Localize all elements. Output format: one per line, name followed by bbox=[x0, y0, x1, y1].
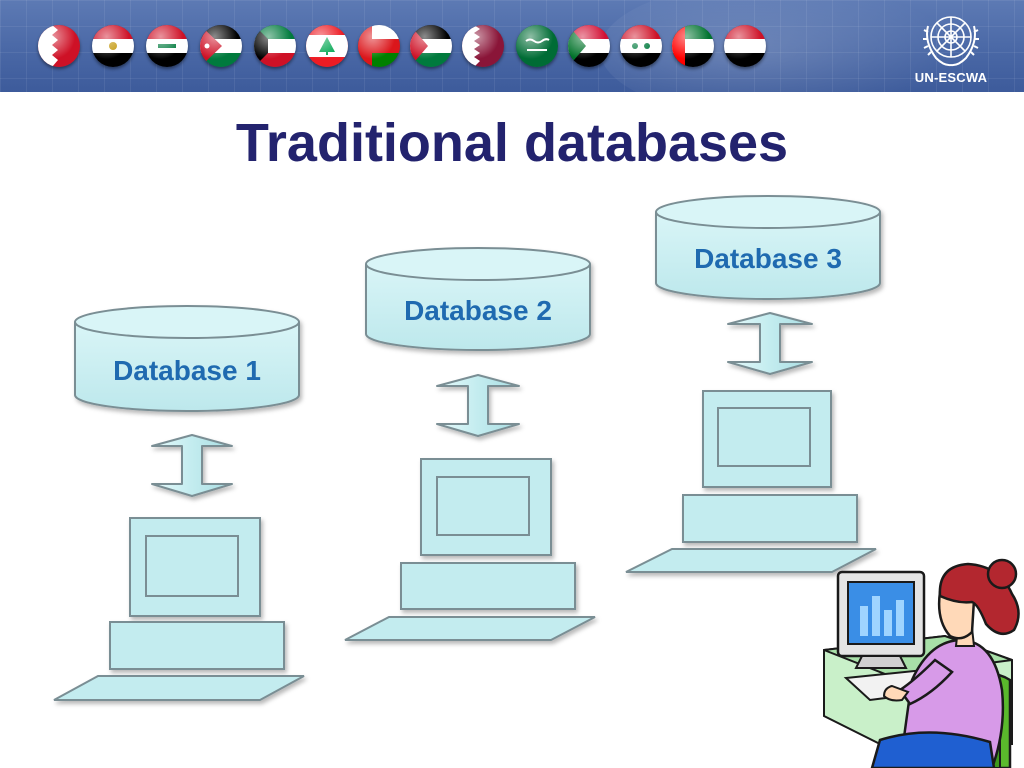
flag-sudan-icon bbox=[568, 25, 610, 67]
flag-uae-icon bbox=[672, 25, 714, 67]
database-1-label: Database 1 bbox=[113, 355, 261, 386]
un-emblem-icon bbox=[923, 16, 979, 67]
flag-syria-icon bbox=[620, 25, 662, 67]
computer-2 bbox=[344, 458, 596, 641]
database-2-arrow-icon bbox=[436, 374, 520, 437]
database-1-cylinder bbox=[74, 305, 300, 412]
flag-palestine-icon bbox=[410, 25, 452, 67]
header-banner: UN-ESCWA bbox=[0, 0, 1024, 92]
flag-saudi-arabia-icon bbox=[516, 25, 558, 67]
computer-1 bbox=[53, 517, 305, 701]
flag-oman-icon bbox=[358, 25, 400, 67]
flag-kuwait-icon bbox=[254, 25, 296, 67]
org-label: UN-ESCWA bbox=[914, 70, 988, 85]
flag-qatar-icon bbox=[462, 25, 504, 67]
database-2-label: Database 2 bbox=[404, 295, 552, 326]
database-3-arrow-icon bbox=[727, 312, 813, 375]
database-1-arrow-icon bbox=[151, 434, 233, 497]
slide-title: Traditional databases bbox=[235, 113, 789, 173]
database-3-cylinder bbox=[655, 195, 881, 300]
database-2-cylinder bbox=[365, 247, 591, 351]
flag-bahrain-icon bbox=[38, 25, 80, 67]
computer-3 bbox=[625, 390, 877, 573]
flag-yemen-icon bbox=[724, 25, 766, 67]
flag-iraq-icon bbox=[146, 25, 188, 67]
woman-at-computer-clipart bbox=[823, 558, 1020, 768]
flag-lebanon-icon bbox=[306, 25, 348, 67]
flag-jordan-icon bbox=[200, 25, 242, 67]
flag-egypt-icon bbox=[92, 25, 134, 67]
database-3-label: Database 3 bbox=[694, 243, 842, 274]
